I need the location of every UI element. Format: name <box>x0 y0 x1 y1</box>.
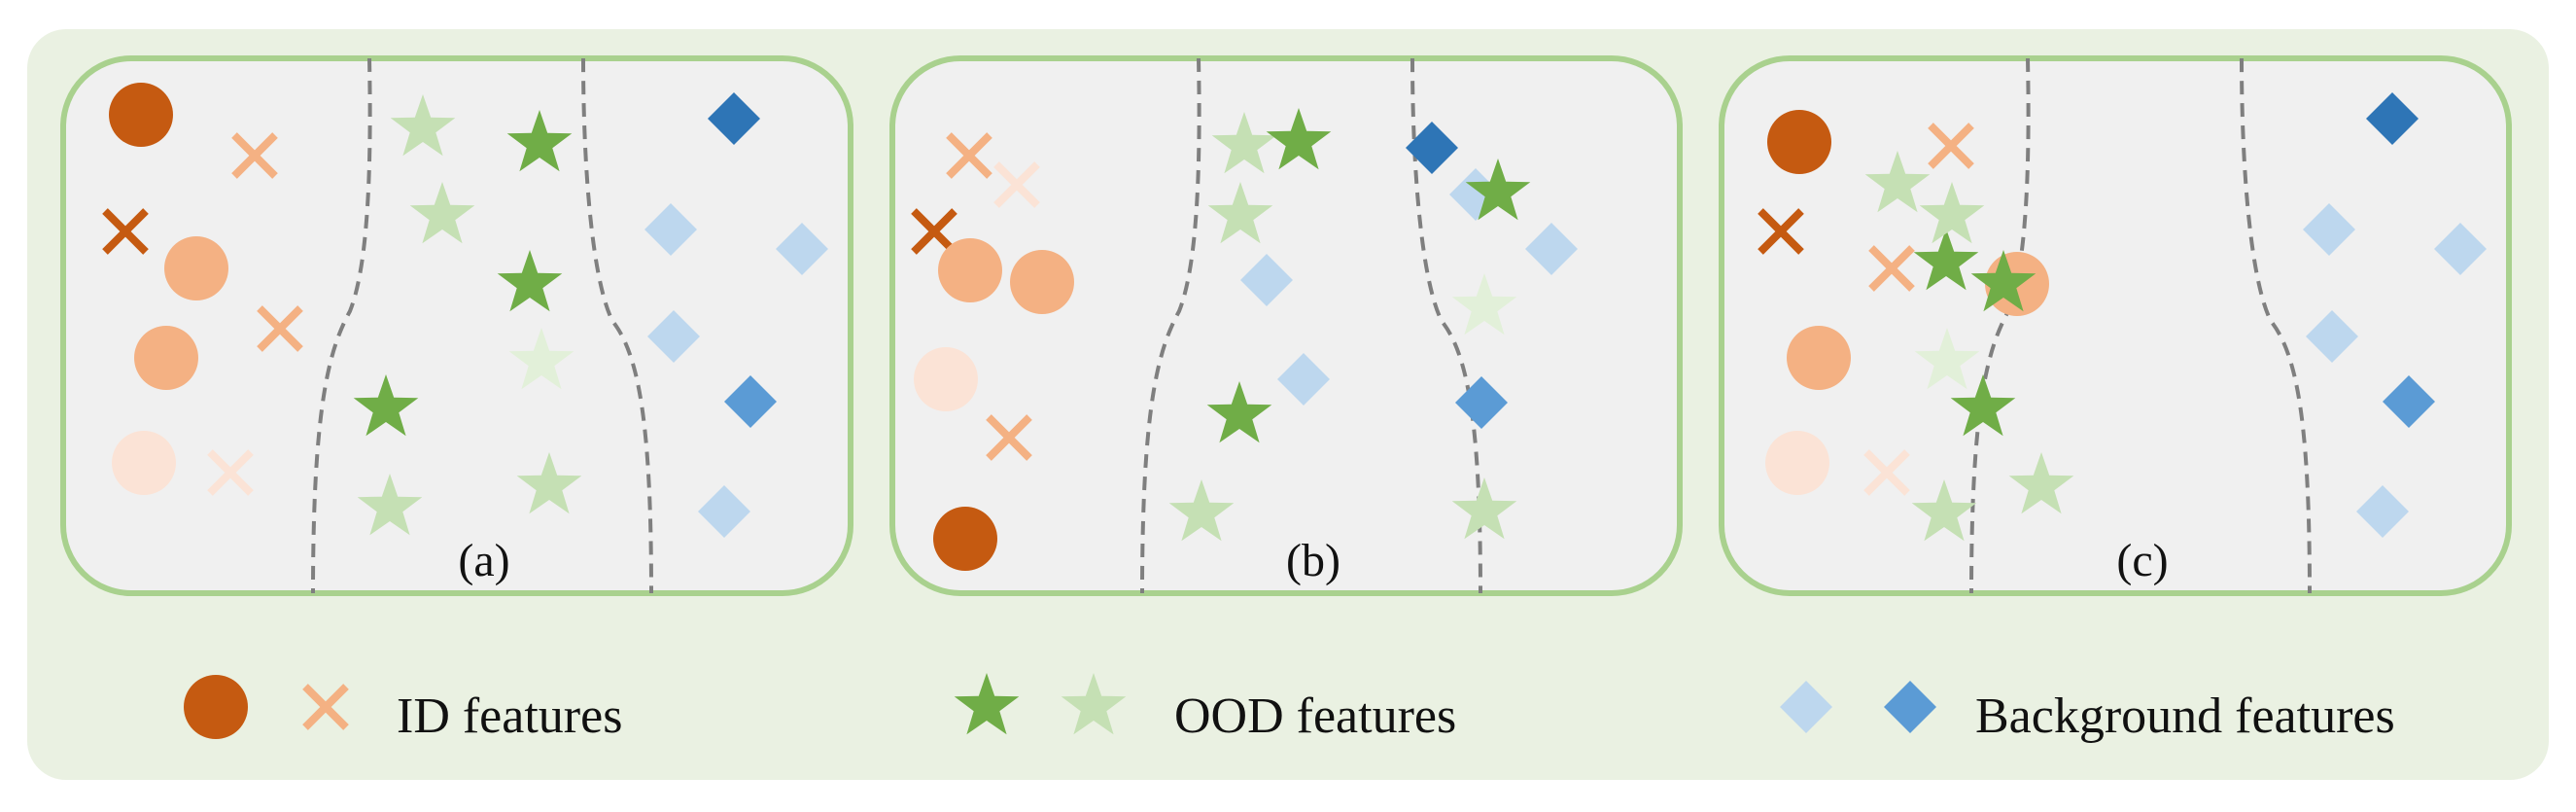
light-star-icon <box>1914 328 1980 390</box>
legend-ood-dark-star-icon <box>954 673 1020 735</box>
dark-star-icon <box>497 250 563 312</box>
light-circle-icon <box>914 347 978 411</box>
dark-cross-icon <box>1758 208 1804 255</box>
light-diamond-icon <box>2306 310 2358 363</box>
dark-diamond-icon <box>708 92 760 145</box>
mid-cross-icon <box>231 132 278 179</box>
panel-a: (a) <box>60 55 853 596</box>
light-cross-icon <box>207 449 254 496</box>
mid-circle-icon <box>1787 326 1851 390</box>
panel-b-divider-left <box>1140 57 1201 594</box>
mid-cross-icon <box>1928 123 1974 169</box>
legend-bg-label: Background features <box>1975 688 2395 744</box>
mid-circle-icon <box>1010 250 1074 314</box>
dark-star-icon <box>506 110 573 172</box>
light-diamond-icon <box>2434 223 2487 275</box>
mid-diamond-icon <box>724 375 777 428</box>
mid-star-icon <box>357 474 423 536</box>
panel-c-frame <box>1719 55 2512 596</box>
dark-star-icon <box>1913 229 1979 291</box>
legend-bg-dark-diamond-icon <box>1884 681 1936 733</box>
light-diamond-icon <box>2303 203 2355 256</box>
panel-a-frame <box>60 55 853 596</box>
light-star-icon <box>1451 273 1517 335</box>
light-diamond-icon <box>644 203 697 256</box>
mid-star-icon <box>1919 182 1985 244</box>
mid-cross-icon <box>986 414 1032 461</box>
light-diamond-icon <box>1525 223 1578 275</box>
dark-circle-icon <box>1767 110 1831 174</box>
mid-star-icon <box>409 182 475 244</box>
light-diamond-icon <box>647 310 700 363</box>
panel-c-points <box>1758 92 2487 542</box>
dark-circle-icon <box>109 83 173 147</box>
dark-star-icon <box>954 673 1020 735</box>
mid-star-icon <box>1061 673 1127 735</box>
mid-star-icon <box>2008 452 2074 514</box>
dark-circle-icon <box>184 675 248 739</box>
mid-star-icon <box>516 452 582 514</box>
mid-cross-icon <box>302 684 349 730</box>
mid-star-icon <box>390 94 456 157</box>
mid-star-icon <box>1864 151 1931 213</box>
dark-star-icon <box>1970 250 2036 312</box>
legend-bg-light-diamond-icon <box>1780 681 1832 733</box>
light-diamond-icon <box>1240 254 1293 306</box>
dark-diamond-icon <box>2366 92 2419 145</box>
mid-star-icon <box>1211 112 1277 174</box>
mid-cross-icon <box>1868 245 1915 292</box>
legend-id-cross-icon <box>302 684 349 730</box>
mid-star-icon <box>1168 479 1235 542</box>
light-diamond-icon <box>2356 485 2409 538</box>
panel-a-points <box>102 83 828 538</box>
mid-diamond-icon <box>2383 375 2435 428</box>
light-diamond-icon <box>776 223 828 275</box>
mid-star-icon <box>1207 182 1273 244</box>
legend-id-circle-icon <box>184 675 248 739</box>
panel-a-divider-left <box>311 57 372 594</box>
panel-b: (b) <box>889 55 1683 596</box>
light-diamond-icon <box>698 485 750 538</box>
mid-star-icon <box>1911 479 1977 542</box>
light-diamond-icon <box>1780 681 1832 733</box>
dark-star-icon <box>353 374 419 437</box>
light-cross-icon <box>1863 449 1910 496</box>
panel-c: (c) <box>1719 55 2512 596</box>
light-circle-icon <box>1765 431 1829 495</box>
light-circle-icon <box>112 431 176 495</box>
mid-circle-icon <box>164 236 228 300</box>
panel-a-label: (a) <box>458 535 509 586</box>
panel-b-points <box>911 108 1578 571</box>
dark-diamond-icon <box>1406 122 1458 174</box>
dark-star-icon <box>1266 108 1332 170</box>
dark-star-icon <box>1950 374 2016 437</box>
legend: ID features OOD features Background feat… <box>184 673 2395 744</box>
dark-star-icon <box>1465 159 1531 221</box>
mid-diamond-icon <box>1455 376 1508 429</box>
mid-cross-icon <box>257 305 303 352</box>
legend-id-label: ID features <box>397 688 622 744</box>
light-cross-icon <box>993 161 1040 208</box>
panel-b-label: (b) <box>1286 535 1340 586</box>
dark-cross-icon <box>102 208 149 255</box>
mid-circle-icon <box>938 238 1002 302</box>
mid-cross-icon <box>946 132 992 179</box>
mid-star-icon <box>1451 477 1517 540</box>
dark-cross-icon <box>911 208 957 255</box>
light-star-icon <box>508 328 574 390</box>
legend-ood-light-star-icon <box>1061 673 1127 735</box>
mid-diamond-icon <box>1884 681 1936 733</box>
panel-c-label: (c) <box>2116 535 2168 586</box>
light-diamond-icon <box>1277 353 1330 406</box>
dark-star-icon <box>1206 381 1272 443</box>
dark-circle-icon <box>933 507 997 571</box>
mid-circle-icon <box>134 326 198 390</box>
legend-ood-label: OOD features <box>1174 688 1456 744</box>
